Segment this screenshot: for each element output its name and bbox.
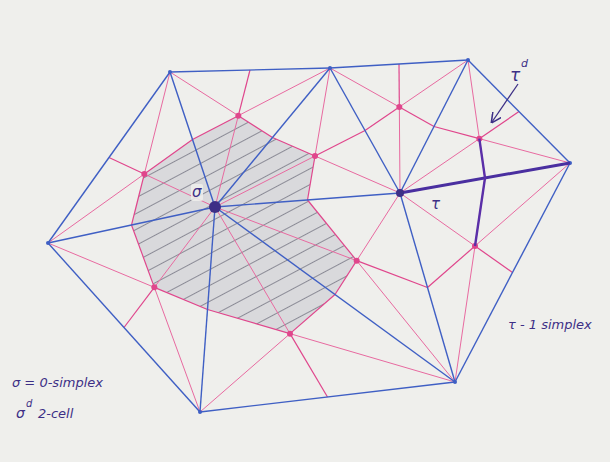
subdivision-line (315, 68, 330, 156)
note: τ - 1 simplex (508, 318, 592, 332)
simplex-edge (48, 207, 215, 243)
simplex-edge (400, 193, 455, 382)
barycenter-dot (354, 258, 360, 264)
dual-line (399, 107, 434, 127)
barycenter-dot (287, 331, 293, 337)
subdivision-line (468, 60, 479, 139)
simplex-edge (330, 68, 400, 193)
simplex-edge (330, 60, 468, 68)
dual-line (124, 287, 154, 327)
simplex-edge (215, 68, 330, 207)
vertex-dot (168, 70, 172, 74)
dual-line (308, 200, 357, 261)
simplex-edge (48, 72, 170, 243)
simplex-edge (170, 68, 330, 72)
simplex-symbol: τ (510, 66, 520, 85)
barycenter-dot (396, 104, 402, 110)
dual-line (365, 107, 399, 131)
barycenter-dot (141, 171, 147, 177)
dual-line (109, 158, 144, 175)
dual-line (308, 156, 316, 200)
barycenter-dot (151, 284, 157, 290)
simplex-edge (200, 382, 455, 412)
subdivision-line (170, 72, 238, 116)
subdivision-line (400, 193, 475, 246)
dual-line (144, 140, 192, 175)
vertex-dot (198, 410, 202, 414)
subdivision-line (399, 60, 468, 107)
dual-line (479, 112, 519, 139)
dual-line (315, 131, 365, 157)
dual-line (193, 116, 239, 140)
simplex-edge (215, 207, 455, 382)
dual-line (132, 225, 155, 287)
dual-line (238, 70, 250, 116)
leader-arrow (492, 84, 518, 122)
dual-cell-hatching (132, 116, 357, 334)
dual-cell-shade (132, 116, 357, 334)
subdivision-line (200, 334, 290, 412)
dual-line (273, 138, 316, 157)
superscript: d (521, 58, 528, 70)
simplex-symbol: σ (191, 184, 203, 201)
subdivision-line (48, 243, 154, 287)
barycenter-dot (235, 113, 241, 119)
dual-line (428, 246, 476, 288)
dual-line (335, 261, 357, 295)
simplex-edge (170, 72, 215, 207)
simplex-edge (455, 163, 570, 382)
vertex-dot (466, 58, 470, 62)
note: σ = 0-simplex (12, 376, 103, 390)
dual-edge-tau (475, 139, 485, 246)
subdivision-line (238, 68, 330, 116)
subdivision-line (479, 139, 570, 163)
barycenter-dot (312, 153, 318, 159)
dual-line (398, 64, 400, 107)
subdivision-line (154, 207, 215, 287)
simplex-edge (215, 193, 400, 207)
superscript: d (26, 398, 32, 409)
highlighted-simplices (209, 139, 570, 246)
subdivision-line (154, 287, 200, 412)
simplex-edge (468, 60, 570, 163)
dual-line (238, 116, 272, 138)
subdivision-line (144, 174, 215, 207)
simplex-edge (400, 60, 468, 193)
simplex-symbol: σ (16, 406, 25, 421)
note: 2-cell (38, 407, 73, 421)
vertex-dot (453, 380, 457, 384)
subdivision-line (475, 163, 570, 246)
dual-line (154, 287, 207, 309)
dual-line (290, 295, 335, 334)
vertex-dot (328, 66, 332, 70)
dual-cell-hatch (132, 116, 357, 334)
subdivision-lines (48, 60, 570, 412)
subdivision-line (315, 156, 400, 193)
subdivision-line (399, 107, 401, 193)
subdivision-line (215, 156, 315, 207)
vertex-dot (46, 241, 50, 245)
dual-line (208, 310, 291, 334)
subdivision-line (357, 193, 400, 261)
simplex-edge (200, 207, 215, 412)
dual-line (434, 127, 479, 139)
vertex-sigma (209, 201, 221, 213)
vertex (396, 189, 404, 197)
dual-line (475, 246, 513, 273)
simplex-symbol: τ (430, 196, 441, 213)
simplex-edges (46, 58, 572, 414)
dual-line (290, 334, 328, 397)
